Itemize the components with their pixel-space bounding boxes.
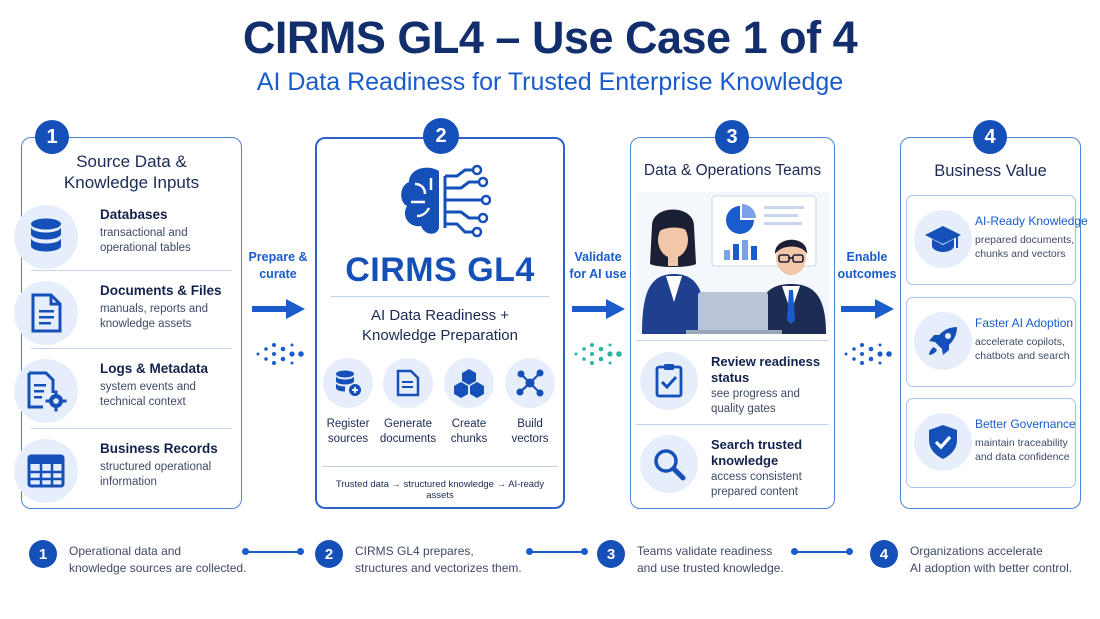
- brand-name: CIRMS GL4: [345, 251, 535, 289]
- summary-step-number: 4: [870, 540, 898, 568]
- panel-number-2: 2: [423, 118, 459, 154]
- value-item-desc: prepared documents,chunks and vectors: [975, 234, 1075, 260]
- flow-label-prepare: Prepare &curate: [248, 250, 308, 281]
- source-item-title: Databases: [100, 207, 168, 222]
- generate-doc-icon: [383, 358, 433, 408]
- divider: [31, 270, 232, 271]
- vector-nodes-icon: [505, 358, 555, 408]
- summary-step-number: 1: [29, 540, 57, 568]
- rocket-icon: [914, 312, 972, 370]
- panel-cirms-gl4: [315, 137, 565, 509]
- divider: [636, 340, 829, 341]
- ai-brain-icon: [401, 164, 491, 238]
- panel-title-teams: Data & Operations Teams: [643, 162, 822, 179]
- source-item-title: Business Records: [100, 441, 218, 456]
- summary-step-number: 3: [597, 540, 625, 568]
- panel-number-3: 3: [715, 120, 749, 154]
- shield-check-icon: [914, 413, 972, 471]
- table-icon: [14, 439, 78, 503]
- source-item-title: Logs & Metadata: [100, 361, 209, 376]
- value-item-title: Better Governance: [975, 417, 1076, 431]
- summary-connector: [526, 548, 588, 555]
- value-item-ai-ready: AI-Ready Knowledge prepared documents,ch…: [906, 195, 1088, 285]
- divider: [636, 424, 829, 425]
- pipeline-summary: Trusted data → structured knowledge → AI…: [322, 466, 558, 501]
- panel-subtitle-readiness: AI Data Readiness +Knowledge Preparation: [362, 307, 518, 344]
- flow-dots-icon: [844, 343, 892, 365]
- checklist-icon: [640, 352, 698, 410]
- page-title: CIRMS GL4 – Use Case 1 of 4: [242, 12, 858, 63]
- panel-number-1: 1: [35, 120, 69, 154]
- page-subtitle: AI Data Readiness for Trusted Enterprise…: [256, 68, 844, 96]
- team-illustration: [636, 192, 829, 334]
- value-item-title: AI-Ready Knowledge: [975, 214, 1088, 228]
- panel-title-source-data: Source Data &Knowledge Inputs: [63, 152, 200, 192]
- cubes-icon: [444, 358, 494, 408]
- document-icon: [14, 281, 78, 345]
- value-item-faster-adoption: Faster AI Adoption accelerate copilots,c…: [906, 297, 1076, 387]
- summary-step-number: 2: [315, 540, 343, 568]
- summary-connector: [791, 548, 853, 555]
- flow-dots-icon: [256, 343, 304, 365]
- log-gear-icon: [14, 359, 78, 423]
- graduation-cap-icon: [914, 210, 972, 268]
- register-db-icon: [323, 358, 373, 408]
- flow-arrow-icon: [572, 299, 625, 319]
- divider: [31, 428, 232, 429]
- summary-connector: [242, 548, 304, 555]
- flow-arrow-icon: [841, 299, 894, 319]
- flow-arrow-icon: [252, 299, 305, 319]
- value-item-desc: accelerate copilots,chatbots and search: [975, 336, 1070, 362]
- summary-step-text: CIRMS GL4 prepares,structures and vector…: [355, 544, 522, 575]
- divider: [31, 348, 232, 349]
- flow-dots-icon: [574, 343, 622, 365]
- magnifier-icon: [640, 435, 698, 493]
- value-item-title: Faster AI Adoption: [975, 316, 1074, 330]
- database-icon: [14, 205, 78, 269]
- source-item-title: Documents & Files: [100, 283, 222, 298]
- panel-title-business-value: Business Value: [934, 162, 1047, 180]
- panel-number-4: 4: [973, 120, 1007, 154]
- divider: [331, 296, 549, 297]
